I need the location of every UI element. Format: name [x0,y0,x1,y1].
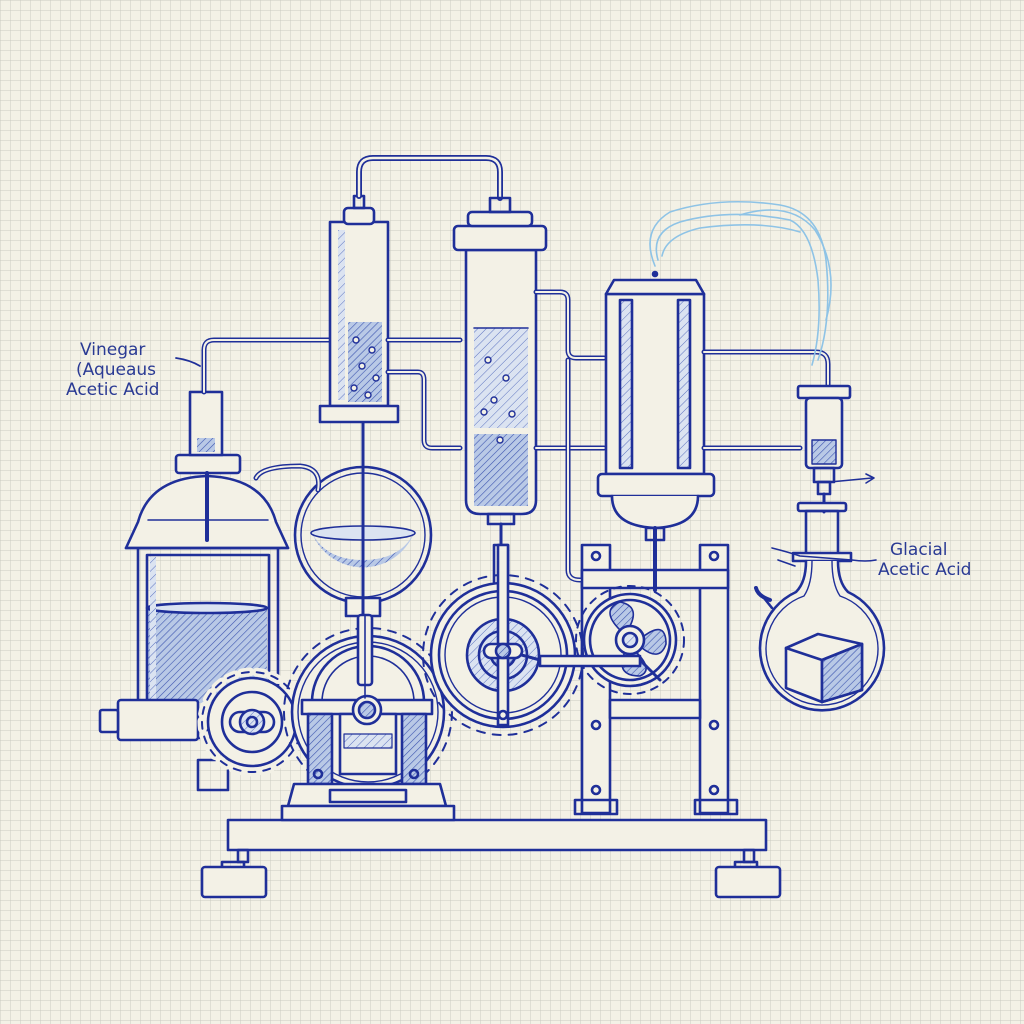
boiling-flask [253,418,433,618]
input-label-line-1: Vinegar [80,340,146,360]
vinegar-reservoir [98,337,333,792]
drip-receiver [796,384,875,514]
input-label-vinegar: Vinegar (Aqueaus Acetic Acid [66,340,160,400]
cooling-chamber [596,270,831,592]
pump-housing [280,613,456,822]
gear-right [575,585,685,695]
output-label-glacial-acetic-acid: Glacial Acetic Acid [878,540,998,580]
collection-flask [754,501,886,712]
output-label-line-2: Acetic Acid [878,560,972,580]
input-label-line-2: (Aqueaus [76,360,157,380]
gear-large-center [422,543,584,736]
input-label-line-3: Acetic Acid [66,380,160,400]
output-label-line-1: Glacial [890,540,948,560]
vapor-plume [649,200,832,366]
top-transfer-tube [356,155,503,201]
base-platform [200,818,782,899]
fractionating-column [318,194,463,451]
